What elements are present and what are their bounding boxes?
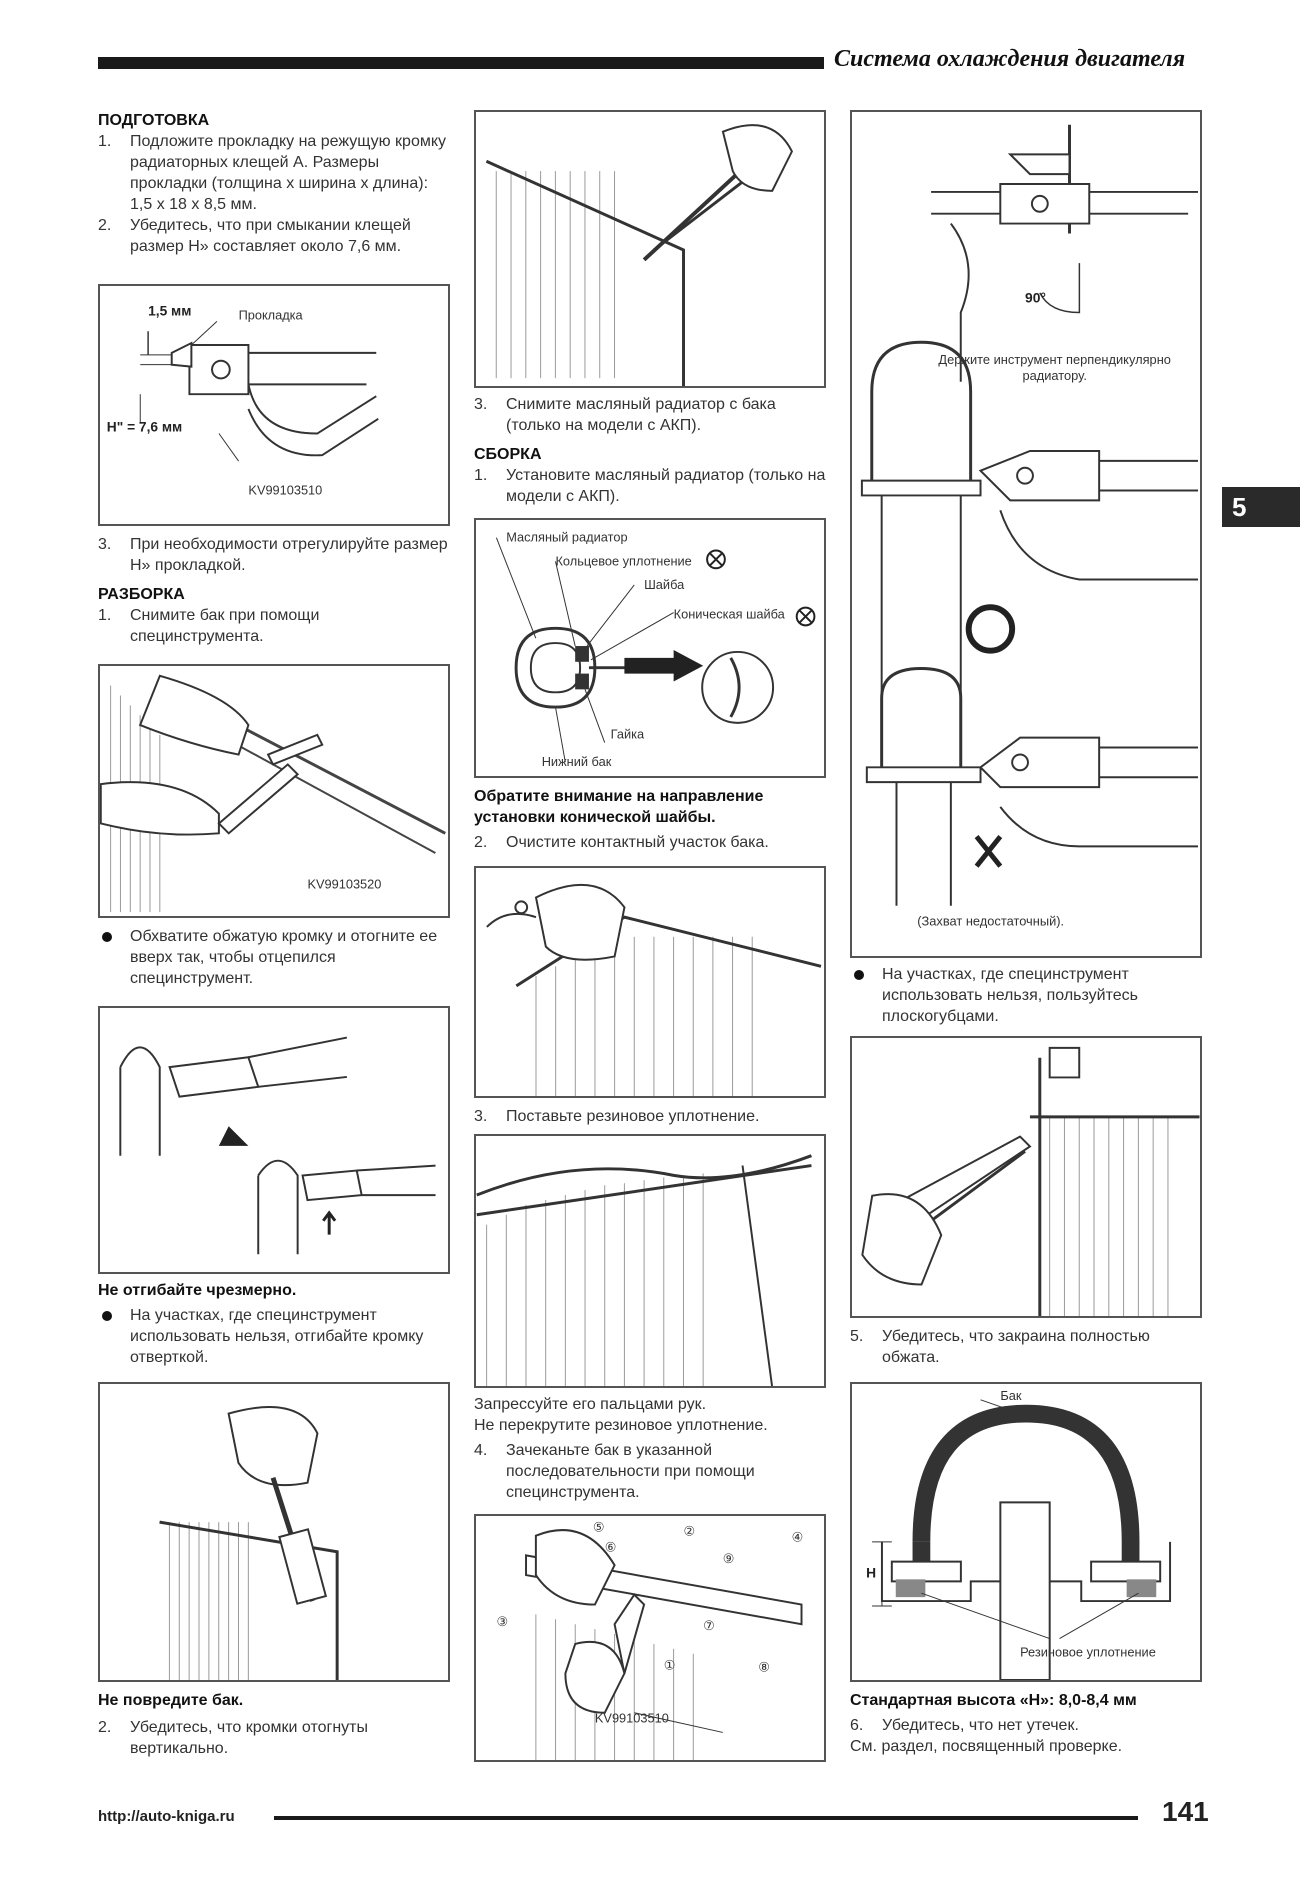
seq-n9: ⑨ [723, 1551, 734, 1566]
fig-lower-label: Нижний бак [542, 754, 612, 769]
asm-step-4: 4.Зачеканьте бак в указанной последовате… [474, 1442, 755, 1501]
col3-bullet: На участках, где специнструмент использо… [850, 964, 1202, 1027]
seq-n7: ⑦ [703, 1618, 714, 1633]
seal-label: Резиновое уплотнение [1020, 1644, 1156, 1659]
step-check-flange: 5.Убедитесь, что закраина полностью обжа… [850, 1328, 1150, 1366]
seq-tool-label: KV99103510 [595, 1711, 669, 1726]
asm-step-1: 1.Установите масляный радиатор (только н… [474, 467, 826, 505]
figure-tool-angle: 90° Держите инструмент перпендикулярно р… [850, 110, 1202, 958]
col2-seal-text: Запрессуйте его пальцами рук. Не перекру… [474, 1394, 826, 1503]
prep-step-2: 2.Убедитесь, что при смыкании клещей раз… [98, 217, 411, 255]
dis-step-2: 2.Убедитесь, что кромки отогнуты вертика… [98, 1719, 368, 1757]
asm-step-3: 3.Поставьте резиновое уплотнение. [474, 1108, 760, 1125]
standard-height: Стандартная высота «Н»: 8,0-8,4 мм [850, 1692, 1137, 1709]
dis-step-1: 1.Снимите бак при помощи специнструмента… [98, 607, 320, 645]
seq-n2: ② [683, 1524, 694, 1539]
col2-mid-text: Обратите внимание на направление установ… [474, 786, 826, 853]
prep-step-1: 1.Подложите прокладку на режущую кромку … [98, 133, 447, 213]
seq-n8: ⑧ [758, 1659, 769, 1674]
col1-prep-text: ПОДГОТОВКА 1.Подложите прокладку на режу… [98, 110, 450, 257]
fig-conical-label: Коническая шайба [674, 606, 786, 621]
fig1-h-label: Н" = 7,6 мм [107, 420, 182, 435]
fig1-dim-label: 1,5 мм [148, 304, 191, 319]
figure-pliers-crimp [850, 1036, 1202, 1318]
seq-n4: ④ [792, 1530, 803, 1545]
footer-rule [274, 1816, 1138, 1820]
seq-n6: ⑥ [605, 1539, 616, 1554]
bullet-bend: Обхватите обжатую кромку и отогните ее в… [98, 926, 450, 989]
fig1-tool-label: KV99103510 [248, 482, 322, 497]
figure-pliers-gasket: 1,5 мм Прокладка Н" = 7,6 мм KV99103510 [98, 284, 450, 526]
fig2-tool-label: KV99103520 [307, 876, 381, 891]
col3-step-5: 5.Убедитесь, что закраина полностью обжа… [850, 1326, 1202, 1368]
col2-step-3: 3.Поставьте резиновое уплотнение. [474, 1106, 826, 1127]
fig-oring-label: Кольцевое уплотнение [555, 553, 691, 568]
figure-screwdriver [98, 1382, 450, 1682]
chapter-tab: 5 [1222, 487, 1300, 527]
step-remove-cooler: 3.Снимите масляный радиатор с бака (толь… [474, 396, 776, 434]
warn-conical: Обратите внимание на направление установ… [474, 788, 764, 826]
tank-label: Бак [1000, 1388, 1022, 1403]
footer-url: http://auto-kniga.ru [98, 1808, 235, 1825]
col3-end: Стандартная высота «Н»: 8,0-8,4 мм 6.Убе… [850, 1690, 1202, 1757]
twist-note: Не перекрутите резиновое уплотнение. [474, 1417, 768, 1434]
step-check-leaks: 6.Убедитесь, что нет утечек. [850, 1717, 1079, 1734]
h-label: Н [866, 1564, 876, 1580]
asm-step-2: 2.Очистите контактный участок бака. [474, 834, 769, 851]
figure-crimp-sequence: ⑤ ⑥ ② ④ ⑨ ③ ⑦ ① ⑧ KV99103510 [474, 1514, 826, 1762]
figure-height-h: Бак Н Резиновое уплотнение [850, 1382, 1202, 1682]
section-title: Система охлаждения двигателя [834, 46, 1186, 72]
header-rule [98, 57, 824, 69]
fig1-gasket-label: Прокладка [239, 307, 304, 322]
figure-oil-cooler-remove [474, 110, 826, 388]
fig-washer-label: Шайба [644, 577, 685, 592]
angle-label: 90° [1025, 290, 1046, 306]
col1-end: Не повредите бак. 2.Убедитесь, что кромк… [98, 1690, 450, 1759]
fig-oil-label: Масляный радиатор [506, 530, 627, 545]
seq-n3: ③ [497, 1614, 508, 1629]
figure-oil-cooler-parts: Масляный радиатор Кольцевое уплотнение Ш… [474, 518, 826, 778]
seq-n5: ⑤ [593, 1520, 604, 1535]
col2-asm-text: 3.Снимите масляный радиатор с бака (толь… [474, 394, 826, 507]
hold-instruction: Держите инструмент перпендикулярно радиа… [938, 352, 1171, 383]
bullet-pliers: На участках, где специнструмент использо… [850, 964, 1202, 1027]
seq-n1: ① [664, 1657, 675, 1672]
press-note: Запрессуйте его пальцами рук. [474, 1396, 707, 1413]
dis-heading: РАЗБОРКА [98, 586, 185, 603]
col1-dis-text: 3.При необходимости отрегулируйте размер… [98, 534, 450, 647]
figure-rubber-seal [474, 1134, 826, 1388]
prep-step-3: 3.При необходимости отрегулируйте размер… [98, 536, 448, 574]
col1-bullet-1: Обхватите обжатую кромку и отогните ее в… [98, 926, 450, 989]
asm-heading: СБОРКА [474, 446, 542, 463]
figure-clean-contact [474, 866, 826, 1098]
prep-heading: ПОДГОТОВКА [98, 112, 210, 129]
figure-remove-tank: KV99103520 [98, 664, 450, 918]
fig-nut-label: Гайка [611, 727, 645, 742]
warn-tank: Не повредите бак. [98, 1692, 244, 1709]
figure-bend-edge [98, 1006, 450, 1274]
page-number: 141 [1162, 1796, 1209, 1827]
col1-warn-1: Не отгибайте чрезмерно. На участках, где… [98, 1280, 450, 1368]
see-inspection: См. раздел, посвященный проверке. [850, 1738, 1123, 1755]
warn-overbend: Не отгибайте чрезмерно. [98, 1282, 297, 1299]
bullet-screwdriver: На участках, где специнструмент использо… [98, 1305, 450, 1368]
insufficient-grip-label: (Захват недостаточный). [917, 914, 1064, 929]
